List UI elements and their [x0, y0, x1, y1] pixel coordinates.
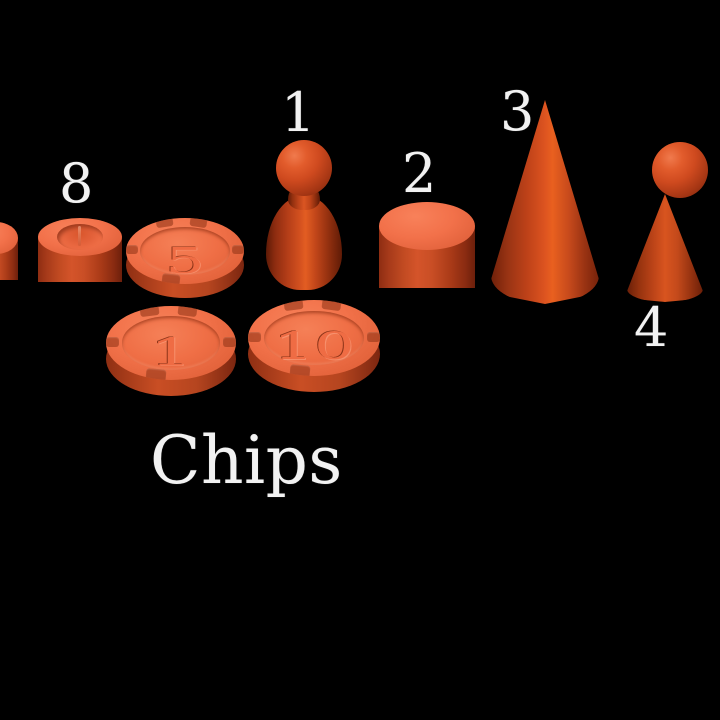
cone-pawn-head-sphere — [652, 142, 708, 198]
chip-notch — [283, 300, 304, 312]
chip-notch — [155, 218, 174, 229]
chip-face — [126, 218, 244, 284]
chip-value-label: 10 — [273, 325, 355, 369]
chip-notch — [106, 337, 119, 347]
chip-notch — [232, 245, 244, 254]
cone-pawn-cone — [627, 194, 703, 302]
pawn-body — [266, 196, 342, 290]
object-cone-pawn — [627, 142, 709, 302]
cylinder-top-face — [379, 202, 475, 250]
chip-value-label: 5 — [165, 239, 205, 282]
chip-notch — [223, 337, 236, 347]
label-8: 8 — [59, 152, 94, 215]
label-1: 1 — [281, 81, 316, 144]
chip-notch — [248, 332, 261, 342]
dimple-ridge — [78, 226, 81, 246]
chip-inner-ring — [263, 310, 365, 366]
object-dimpled-disc — [38, 218, 122, 296]
pawn-head-sphere — [276, 140, 332, 196]
label-2: 2 — [402, 142, 437, 205]
label-4: 4 — [634, 296, 669, 359]
object-chip-5: 5 — [126, 218, 244, 304]
chip-notch — [321, 300, 342, 312]
chip-face — [248, 300, 380, 376]
chip-notch — [126, 245, 138, 254]
object-chip-10: 10 — [248, 300, 380, 398]
chip-inner-ring — [140, 227, 230, 275]
caption-chips: Chips — [150, 422, 343, 499]
object-cone — [491, 100, 599, 304]
chip-value-label: 1 — [150, 330, 192, 375]
object-partial-cylinder — [0, 222, 18, 294]
chip-notch — [367, 332, 380, 342]
object-tall-pawn — [262, 140, 346, 290]
label-3: 3 — [500, 80, 535, 143]
chip-inner-ring — [121, 316, 221, 370]
chip-notch — [177, 306, 198, 318]
object-chip-1: 1 — [106, 306, 236, 402]
chip-face — [106, 306, 236, 380]
object-cylinder — [379, 202, 475, 294]
chip-notch — [139, 306, 160, 318]
cylinder-top-face — [0, 222, 18, 254]
